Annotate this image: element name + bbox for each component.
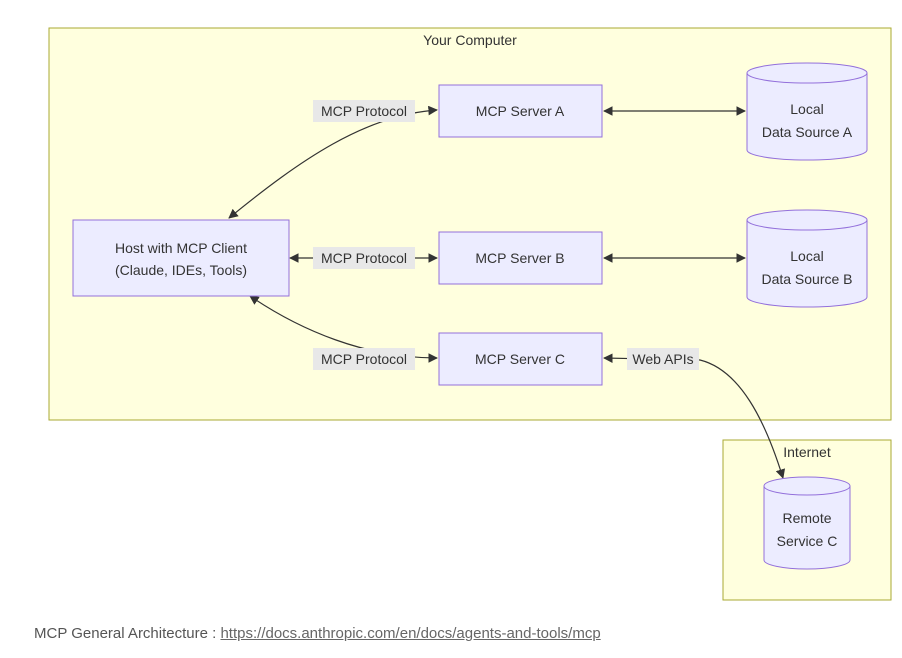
- group-internet-label: Internet: [783, 444, 831, 460]
- datasource-local-b-line1: Local: [790, 248, 823, 264]
- diagram-caption: MCP General Architecture : https://docs.…: [34, 625, 601, 642]
- edge-label-protocol-c: MCP Protocol: [321, 351, 407, 367]
- datasource-remote-c-line1: Remote: [782, 510, 831, 526]
- datasource-local-b-line2: Data Source B: [761, 271, 852, 287]
- mcp-architecture-diagram: Your Computer Internet MCP Protocol MCP …: [48, 27, 892, 601]
- datasource-local-a-line1: Local: [790, 101, 823, 117]
- node-host: Host with MCP Client (Claude, IDEs, Tool…: [72, 219, 290, 297]
- datasource-remote-c: Remote Service C: [763, 476, 851, 570]
- node-server-a: MCP Server A: [438, 84, 603, 138]
- edge-label-protocol-a: MCP Protocol: [321, 103, 407, 119]
- node-server-c-label: MCP Server C: [475, 351, 565, 367]
- node-server-c: MCP Server C: [438, 332, 603, 386]
- node-host-line2: (Claude, IDEs, Tools): [115, 262, 247, 278]
- edge-labels: MCP Protocol MCP Protocol MCP Protocol W…: [313, 100, 699, 370]
- datasource-local-a: Local Data Source A: [746, 62, 868, 161]
- datasource-local-b: Local Data Source B: [746, 209, 868, 308]
- edge-label-web-apis: Web APIs: [632, 351, 693, 367]
- caption-link[interactable]: https://docs.anthropic.com/en/docs/agent…: [220, 625, 601, 642]
- datasource-local-a-line2: Data Source A: [762, 124, 853, 140]
- datasource-remote-c-line2: Service C: [777, 533, 838, 549]
- edge-server-c-remote: [603, 353, 786, 479]
- node-server-a-label: MCP Server A: [476, 103, 565, 119]
- node-server-b: MCP Server B: [438, 231, 603, 285]
- group-your-computer-label: Your Computer: [423, 32, 517, 48]
- edge-label-protocol-b: MCP Protocol: [321, 250, 407, 266]
- caption-prefix: MCP General Architecture :: [34, 625, 221, 642]
- node-server-b-label: MCP Server B: [475, 250, 564, 266]
- node-host-line1: Host with MCP Client: [115, 240, 247, 256]
